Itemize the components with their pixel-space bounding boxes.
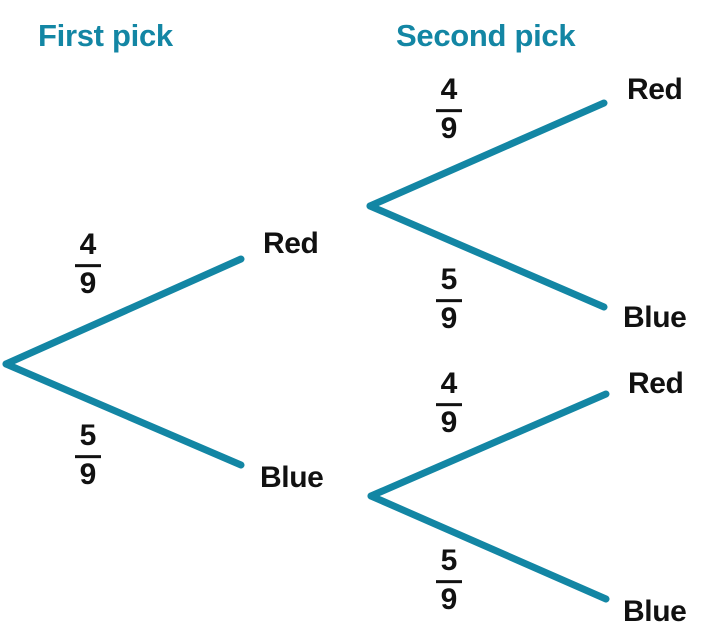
leaf-label-red-red: Red <box>627 73 683 106</box>
probability-first-blue: 5 9 <box>75 421 101 491</box>
fraction-numerator: 4 <box>440 367 458 401</box>
fraction-bar <box>75 454 101 459</box>
fraction-denominator: 9 <box>440 406 458 440</box>
leaf-label-blue-blue: Blue <box>623 595 687 628</box>
fraction-numerator: 5 <box>79 419 97 453</box>
fraction-bar <box>436 579 462 584</box>
fraction-numerator: 5 <box>440 263 458 297</box>
node-label-first-blue: Blue <box>260 461 324 494</box>
leaf-label-red-blue: Blue <box>623 301 687 334</box>
branch-second-red-blue <box>366 202 608 311</box>
node-label-first-red: Red <box>263 227 319 260</box>
fraction-bar <box>436 298 462 303</box>
column-header-second-pick: Second pick <box>396 18 576 53</box>
fraction-numerator: 4 <box>440 73 458 107</box>
probability-second-blue-blue: 5 9 <box>436 546 462 616</box>
fraction-denominator: 9 <box>440 112 458 146</box>
fraction-numerator: 4 <box>79 228 97 262</box>
probability-first-red: 4 9 <box>75 230 101 300</box>
branch-first-red <box>2 255 245 368</box>
fraction-denominator: 9 <box>440 302 458 336</box>
probability-second-blue-red: 4 9 <box>436 369 462 439</box>
branch-second-blue-red <box>367 390 610 500</box>
fraction-denominator: 9 <box>79 267 97 301</box>
branch-second-blue-blue <box>367 492 610 603</box>
fraction-denominator: 9 <box>440 583 458 617</box>
fraction-bar <box>436 402 462 407</box>
fraction-bar <box>436 108 462 113</box>
branch-second-red-red <box>366 99 608 210</box>
branch-first-blue <box>2 360 245 469</box>
probability-second-red-blue: 5 9 <box>436 265 462 335</box>
fraction-bar <box>75 263 101 268</box>
column-header-first-pick: First pick <box>38 18 173 53</box>
probability-second-red-red: 4 9 <box>436 75 462 145</box>
fraction-numerator: 5 <box>440 544 458 578</box>
leaf-label-blue-red: Red <box>628 367 684 400</box>
fraction-denominator: 9 <box>79 458 97 492</box>
